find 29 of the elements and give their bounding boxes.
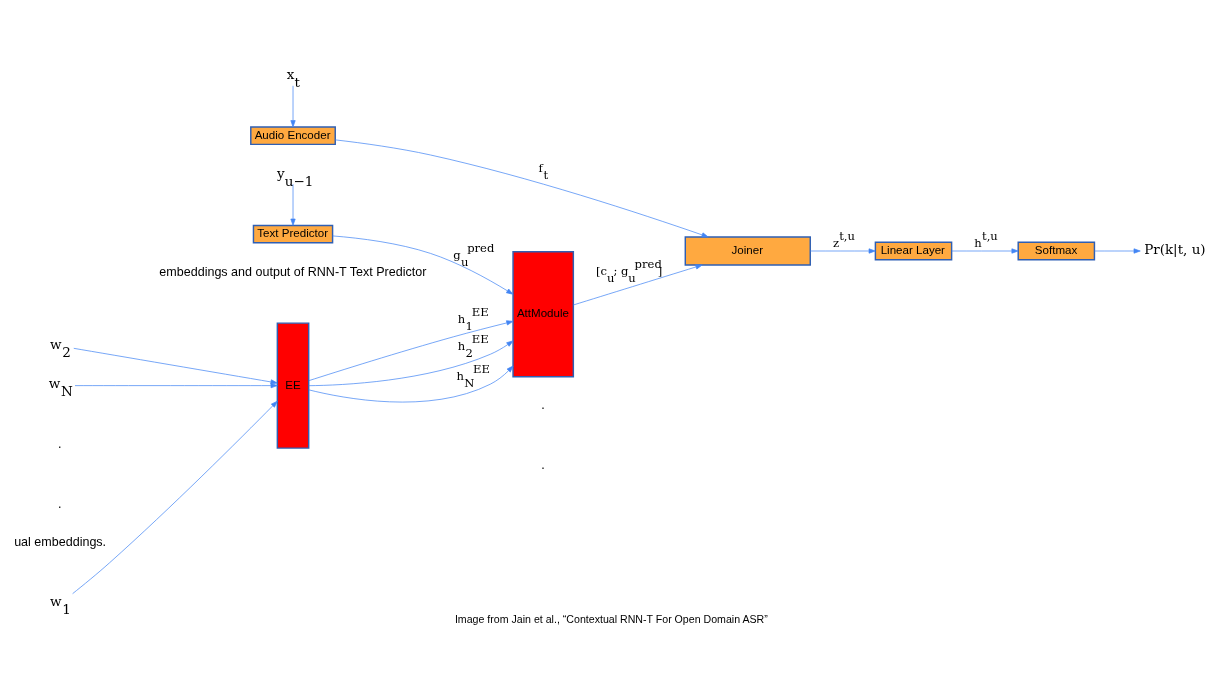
node-box: AttModule [512,251,575,378]
arrow [334,139,709,238]
arrow [73,347,278,385]
label: embeddings and output of RNN-T Text Predictor [159,264,427,279]
node-box: Softmax [1017,241,1096,261]
arrow [74,383,278,389]
label: . [541,457,545,472]
arrow [290,85,296,128]
arrow [573,264,703,306]
label: . [541,398,545,413]
caption: Image from Jain et al., “Contextual RNN-T For Open Domain ASR” [454,613,768,626]
node-text: Pr(k|t, u) [1144,241,1206,258]
label: . [58,437,62,452]
node-box: Text Predictor [252,224,334,244]
arrow [1094,248,1141,254]
node-box: Linear Layer [874,241,953,261]
label: . [58,496,62,511]
node-box: Audio Encoder [250,126,336,146]
arrow [809,248,876,254]
label: ual embeddings. [14,535,107,550]
arrow [72,400,278,594]
arrow [332,235,514,295]
arrow [951,248,1019,254]
arrow [308,365,514,403]
arrow [308,340,514,387]
arrow [308,320,514,382]
node-box: Joiner [684,236,811,266]
node-box: EE [276,322,310,449]
arrow [290,183,296,226]
